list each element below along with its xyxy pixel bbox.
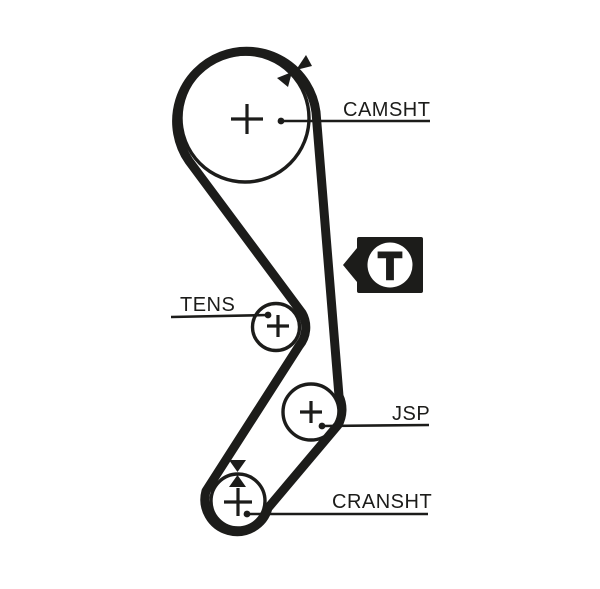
crankshaft-center-mark-icon bbox=[224, 488, 252, 516]
jsp-leader-line bbox=[321, 423, 430, 428]
crankshaft-callout: CRANSHT bbox=[243, 491, 432, 518]
t-marker-letter: T bbox=[378, 246, 401, 288]
timing-t-marker-icon: T bbox=[343, 237, 423, 293]
crankshaft-timing-mark-down-icon bbox=[229, 460, 246, 472]
jsp-label: JSP bbox=[392, 403, 430, 425]
jsp-callout: JSP bbox=[318, 403, 430, 430]
t-marker-circle bbox=[367, 242, 413, 288]
camshaft-label: CAMSHT bbox=[343, 99, 430, 121]
t-marker-arrow-icon bbox=[343, 248, 357, 282]
tensioner-callout: TENS bbox=[170, 294, 272, 319]
jsp-center-mark-icon bbox=[300, 401, 322, 423]
camshaft-timing-mark-outer-icon bbox=[296, 55, 312, 70]
camshaft-center-mark-icon bbox=[231, 104, 263, 134]
tensioner-center-mark-icon bbox=[267, 315, 289, 337]
timing-belt bbox=[172, 46, 347, 537]
tensioner-leader-line bbox=[170, 313, 269, 319]
tensioner-label: TENS bbox=[180, 294, 235, 316]
crankshaft-label: CRANSHT bbox=[332, 491, 432, 513]
camshaft-timing-mark-inner-icon bbox=[277, 72, 292, 87]
crankshaft-timing-mark-up-icon bbox=[229, 475, 246, 487]
camshaft-callout: CAMSHT bbox=[277, 99, 430, 125]
